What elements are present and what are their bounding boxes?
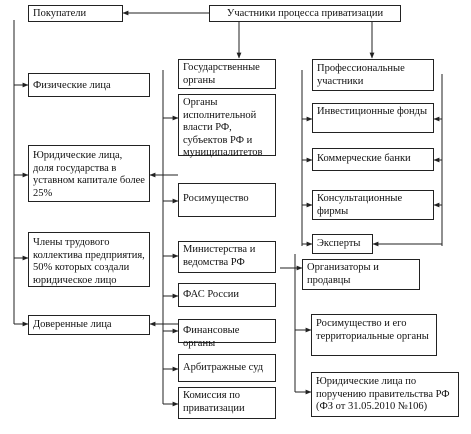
buyers-item-legal-entities: Юридические лица, доля государства в уст… bbox=[28, 145, 150, 202]
professional-item-banks: Коммерческие банки bbox=[312, 148, 434, 171]
state-title: Государственные органы bbox=[178, 59, 276, 89]
organizers-item-legal-entities: Юридические лица по поручению правительс… bbox=[311, 372, 459, 417]
professional-item-experts: Эксперты bbox=[312, 234, 373, 254]
state-item-rosimushchestvo: Росимущество bbox=[178, 183, 276, 217]
buyers-item-individuals: Физические лица bbox=[28, 73, 150, 97]
organizers-title: Организаторы и продавцы bbox=[302, 259, 420, 290]
state-item-arbitration: Арбитражные суд bbox=[178, 354, 276, 382]
organizers-item-rosimushchestvo: Росимущество и его территориальные орган… bbox=[311, 314, 437, 356]
buyers-item-employees: Члены трудового коллектива предприятия, … bbox=[28, 232, 150, 287]
buyers-item-trustees: Доверенные лица bbox=[28, 315, 150, 335]
professional-item-consulting: Консультационные фирмы bbox=[312, 190, 434, 220]
state-item-ministries: Министерства и ведомства РФ bbox=[178, 241, 276, 273]
state-item-fas: ФАС России bbox=[178, 283, 276, 307]
professional-title: Профессиональные участники bbox=[312, 59, 434, 91]
state-item-finance: Финансовые органы bbox=[178, 319, 276, 349]
professional-item-funds: Инвестиционные фонды bbox=[312, 103, 434, 133]
state-item-executive: Органы исполнительной власти РФ, субъект… bbox=[178, 94, 276, 158]
root-node: Участники процесса приватизации bbox=[209, 5, 401, 22]
state-item-commission: Комиссия по приватизации bbox=[178, 387, 276, 419]
buyers-title: Покупатели bbox=[28, 5, 123, 22]
